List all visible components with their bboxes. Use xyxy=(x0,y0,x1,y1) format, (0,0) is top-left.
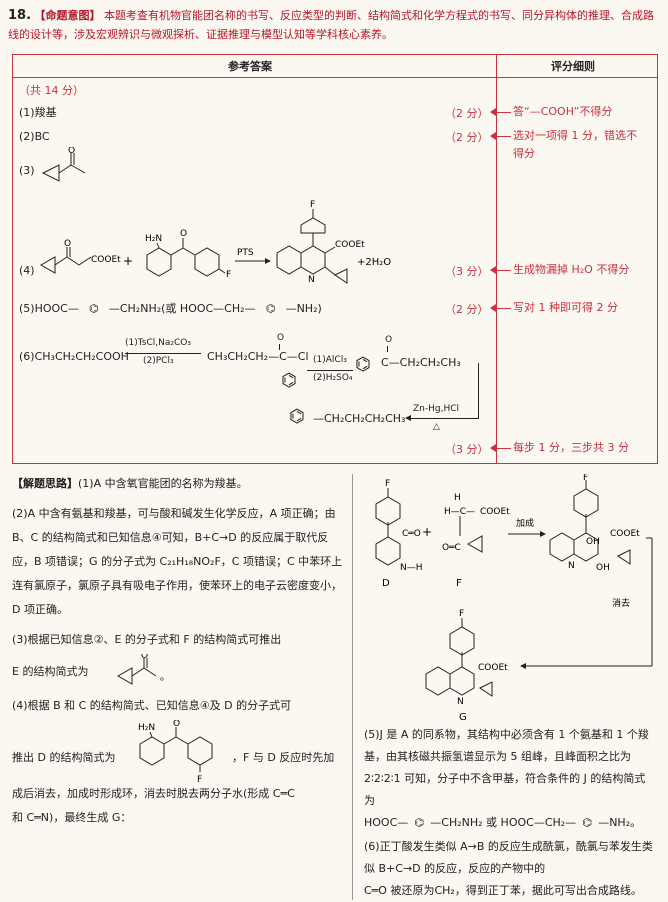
answer-2: (2)BC xyxy=(19,130,50,143)
solution-para-3b: E 的结构简式为 O 。 xyxy=(12,654,344,690)
d-structure: H₂N O F xyxy=(138,720,213,784)
reaction-4-structure: O COOEt + H₂N O F PTS N F COOEt +2H₂O xyxy=(39,200,391,285)
butyrophenone-chain: C—CH₂CH₂CH₃ xyxy=(381,356,461,369)
label-d: D xyxy=(382,578,390,589)
solution-para-4a: (4)根据 B 和 C 的结构简式、已知信息④及 D 的分子式可 xyxy=(12,699,292,712)
svg-text:H: H xyxy=(454,493,461,503)
svg-text:+: + xyxy=(422,525,432,539)
svg-text:F: F xyxy=(197,775,202,784)
note-2: 选对一项得 1 分，错选不得分 xyxy=(513,129,637,160)
svg-text:COOEt: COOEt xyxy=(480,507,510,517)
intent-text: 本题考查有机物官能团名称的书写、反应类型的判断、结构简式和化学方程式的书写、同分… xyxy=(8,9,655,41)
svg-text:H₂N: H₂N xyxy=(145,234,162,244)
solution-left: 【解题思路】(1)A 中含氧官能团的名称为羧基。 (2)A 中含有氨基和羧基，可… xyxy=(12,472,344,830)
svg-text:加成: 加成 xyxy=(516,517,534,529)
solution-para-4d: 成后消去，加成时形成环，消去时脱去两分子水(形成 C═C xyxy=(12,787,295,800)
svg-text:O: O xyxy=(68,147,75,156)
solution-para-5a: (5)J 是 A 的同系物，其结构中必须含有 1 个氨基和 1 个羧基，由其核磁… xyxy=(364,728,649,807)
answer-1: (1)羧基 xyxy=(19,106,57,119)
svg-text:PTS: PTS xyxy=(237,248,254,258)
svg-text:F: F xyxy=(583,474,588,483)
answer-column-header: 参考答案 xyxy=(228,60,272,73)
svg-text:O: O xyxy=(141,654,148,661)
svg-text:COOEt: COOEt xyxy=(335,240,365,250)
solution-para-2: (2)A 中含有氨基和羧基，可与酸和碱发生化学反应，A 项正确；由 B、C 的结… xyxy=(12,507,343,616)
mechanism-diagram: F C═O N—H D + H—C— COOEt H O═C F 加成 F OH… xyxy=(375,474,653,723)
cyclopropyl-ketone-structure: O xyxy=(41,147,86,182)
answer-4: (4) xyxy=(19,264,35,277)
answer-6: (6)CH₃CH₂CH₂COOH xyxy=(19,350,129,363)
solution-para-6b: C═O 被还原为CH₂，得到正丁苯，据此可写出合成路线。 xyxy=(364,884,642,897)
svg-text:N: N xyxy=(568,561,575,571)
svg-text:COOEt: COOEt xyxy=(610,529,640,539)
solution-para-3a: (3)根据已知信息②、E 的分子式和 F 的结构简式可推出 xyxy=(12,633,282,646)
svg-text:O: O xyxy=(173,720,180,729)
svg-text:+: + xyxy=(123,254,133,268)
benzene-icon: ⌬ xyxy=(289,406,305,427)
note-5: 写对 1 种即可得 2 分 xyxy=(513,301,618,314)
score-4: （3 分） xyxy=(445,265,489,278)
svg-text:H—C—: H—C— xyxy=(444,507,475,517)
note-6: 每步 1 分，三步共 3 分 xyxy=(513,441,629,454)
e-structure: O 。 xyxy=(116,654,170,685)
question-number: 18. xyxy=(8,8,32,23)
solution-para-4e: 和 C═N)，最终生成 G： xyxy=(12,811,132,824)
score-2: （2 分） xyxy=(445,131,489,144)
arrow-icon xyxy=(490,132,511,140)
svg-text:F: F xyxy=(310,200,315,210)
grading-column-header: 评分细则 xyxy=(551,60,595,73)
answer-3: (3) xyxy=(19,164,35,177)
svg-text:C═O: C═O xyxy=(402,529,421,539)
coo-et-label: COOEt xyxy=(91,255,121,265)
score-1: （2 分） xyxy=(445,107,489,120)
solution-tag: 【解题思路】 xyxy=(12,477,78,490)
arrow-icon xyxy=(490,304,511,312)
total-score: （共 14 分） xyxy=(19,84,84,97)
arrow-icon xyxy=(490,444,511,452)
score-5: （2 分） xyxy=(445,303,489,316)
label-g: G xyxy=(459,712,467,723)
arrow-icon xyxy=(490,266,511,274)
svg-text:COOEt: COOEt xyxy=(478,663,508,673)
water-byproduct: +2H₂O xyxy=(357,257,391,268)
score-6: （3 分） xyxy=(445,443,489,456)
column-divider xyxy=(352,474,353,900)
label-f: F xyxy=(456,578,462,589)
svg-text:。: 。 xyxy=(160,672,170,683)
svg-text:N—H: N—H xyxy=(400,563,423,573)
answer-5: (5)HOOC—⌬—CH₂NH₂(或 HOOC—CH₂—⌬—NH₂) xyxy=(19,302,322,315)
svg-text:F: F xyxy=(385,479,390,489)
svg-text:H₂N: H₂N xyxy=(138,723,155,733)
note-1: 答“—COOH”不得分 xyxy=(513,105,613,118)
svg-text:F: F xyxy=(459,609,464,619)
intent-tag: 【命题意图】 xyxy=(34,9,101,22)
butylbenzene-product: —CH₂CH₂CH₂CH₃ xyxy=(313,412,406,425)
note-4: 生成物漏掉 H₂O 不得分 xyxy=(513,263,630,276)
label-elimination: 消去 xyxy=(612,597,630,609)
arrow-icon xyxy=(490,108,511,116)
benzene-icon: ⌬ xyxy=(281,370,297,391)
svg-text:F: F xyxy=(226,270,231,280)
svg-text:O: O xyxy=(64,239,71,249)
acyl-chloride: CH₃CH₂CH₂—C—Cl xyxy=(207,350,309,363)
solution-para-5-formula: HOOC—⌬—CH₂NH₂ 或 HOOC—CH₂—⌬—NH₂。 xyxy=(364,816,642,829)
solution-right: (5)J 是 A 的同系物，其结构中必须含有 1 个氨基和 1 个羧基，由其核磁… xyxy=(364,724,654,902)
svg-text:N: N xyxy=(457,697,464,707)
solution-para-4b: 推出 D 的结构简式为 H₂N O F ，F 与 D 反应时先加 xyxy=(12,720,335,784)
benzene-icon: ⌬ xyxy=(355,354,371,375)
svg-text:O: O xyxy=(180,229,187,239)
svg-text:N: N xyxy=(308,275,315,285)
svg-text:O═C: O═C xyxy=(442,543,461,553)
svg-text:OH: OH xyxy=(596,563,610,573)
svg-text:OH: OH xyxy=(586,537,600,547)
solution-para-6a: (6)正丁酸发生类似 A→B 的反应生成酰氯，酰氯与苯发生类似 B+C→D 的反… xyxy=(364,840,653,875)
answer-table: 参考答案 评分细则 （共 14 分） (1)羧基 （2 分） 答“—COOH”不… xyxy=(12,54,658,464)
question-intent: 18. 【命题意图】 本题考查有机物官能团名称的书写、反应类型的判断、结构简式和… xyxy=(8,6,660,44)
